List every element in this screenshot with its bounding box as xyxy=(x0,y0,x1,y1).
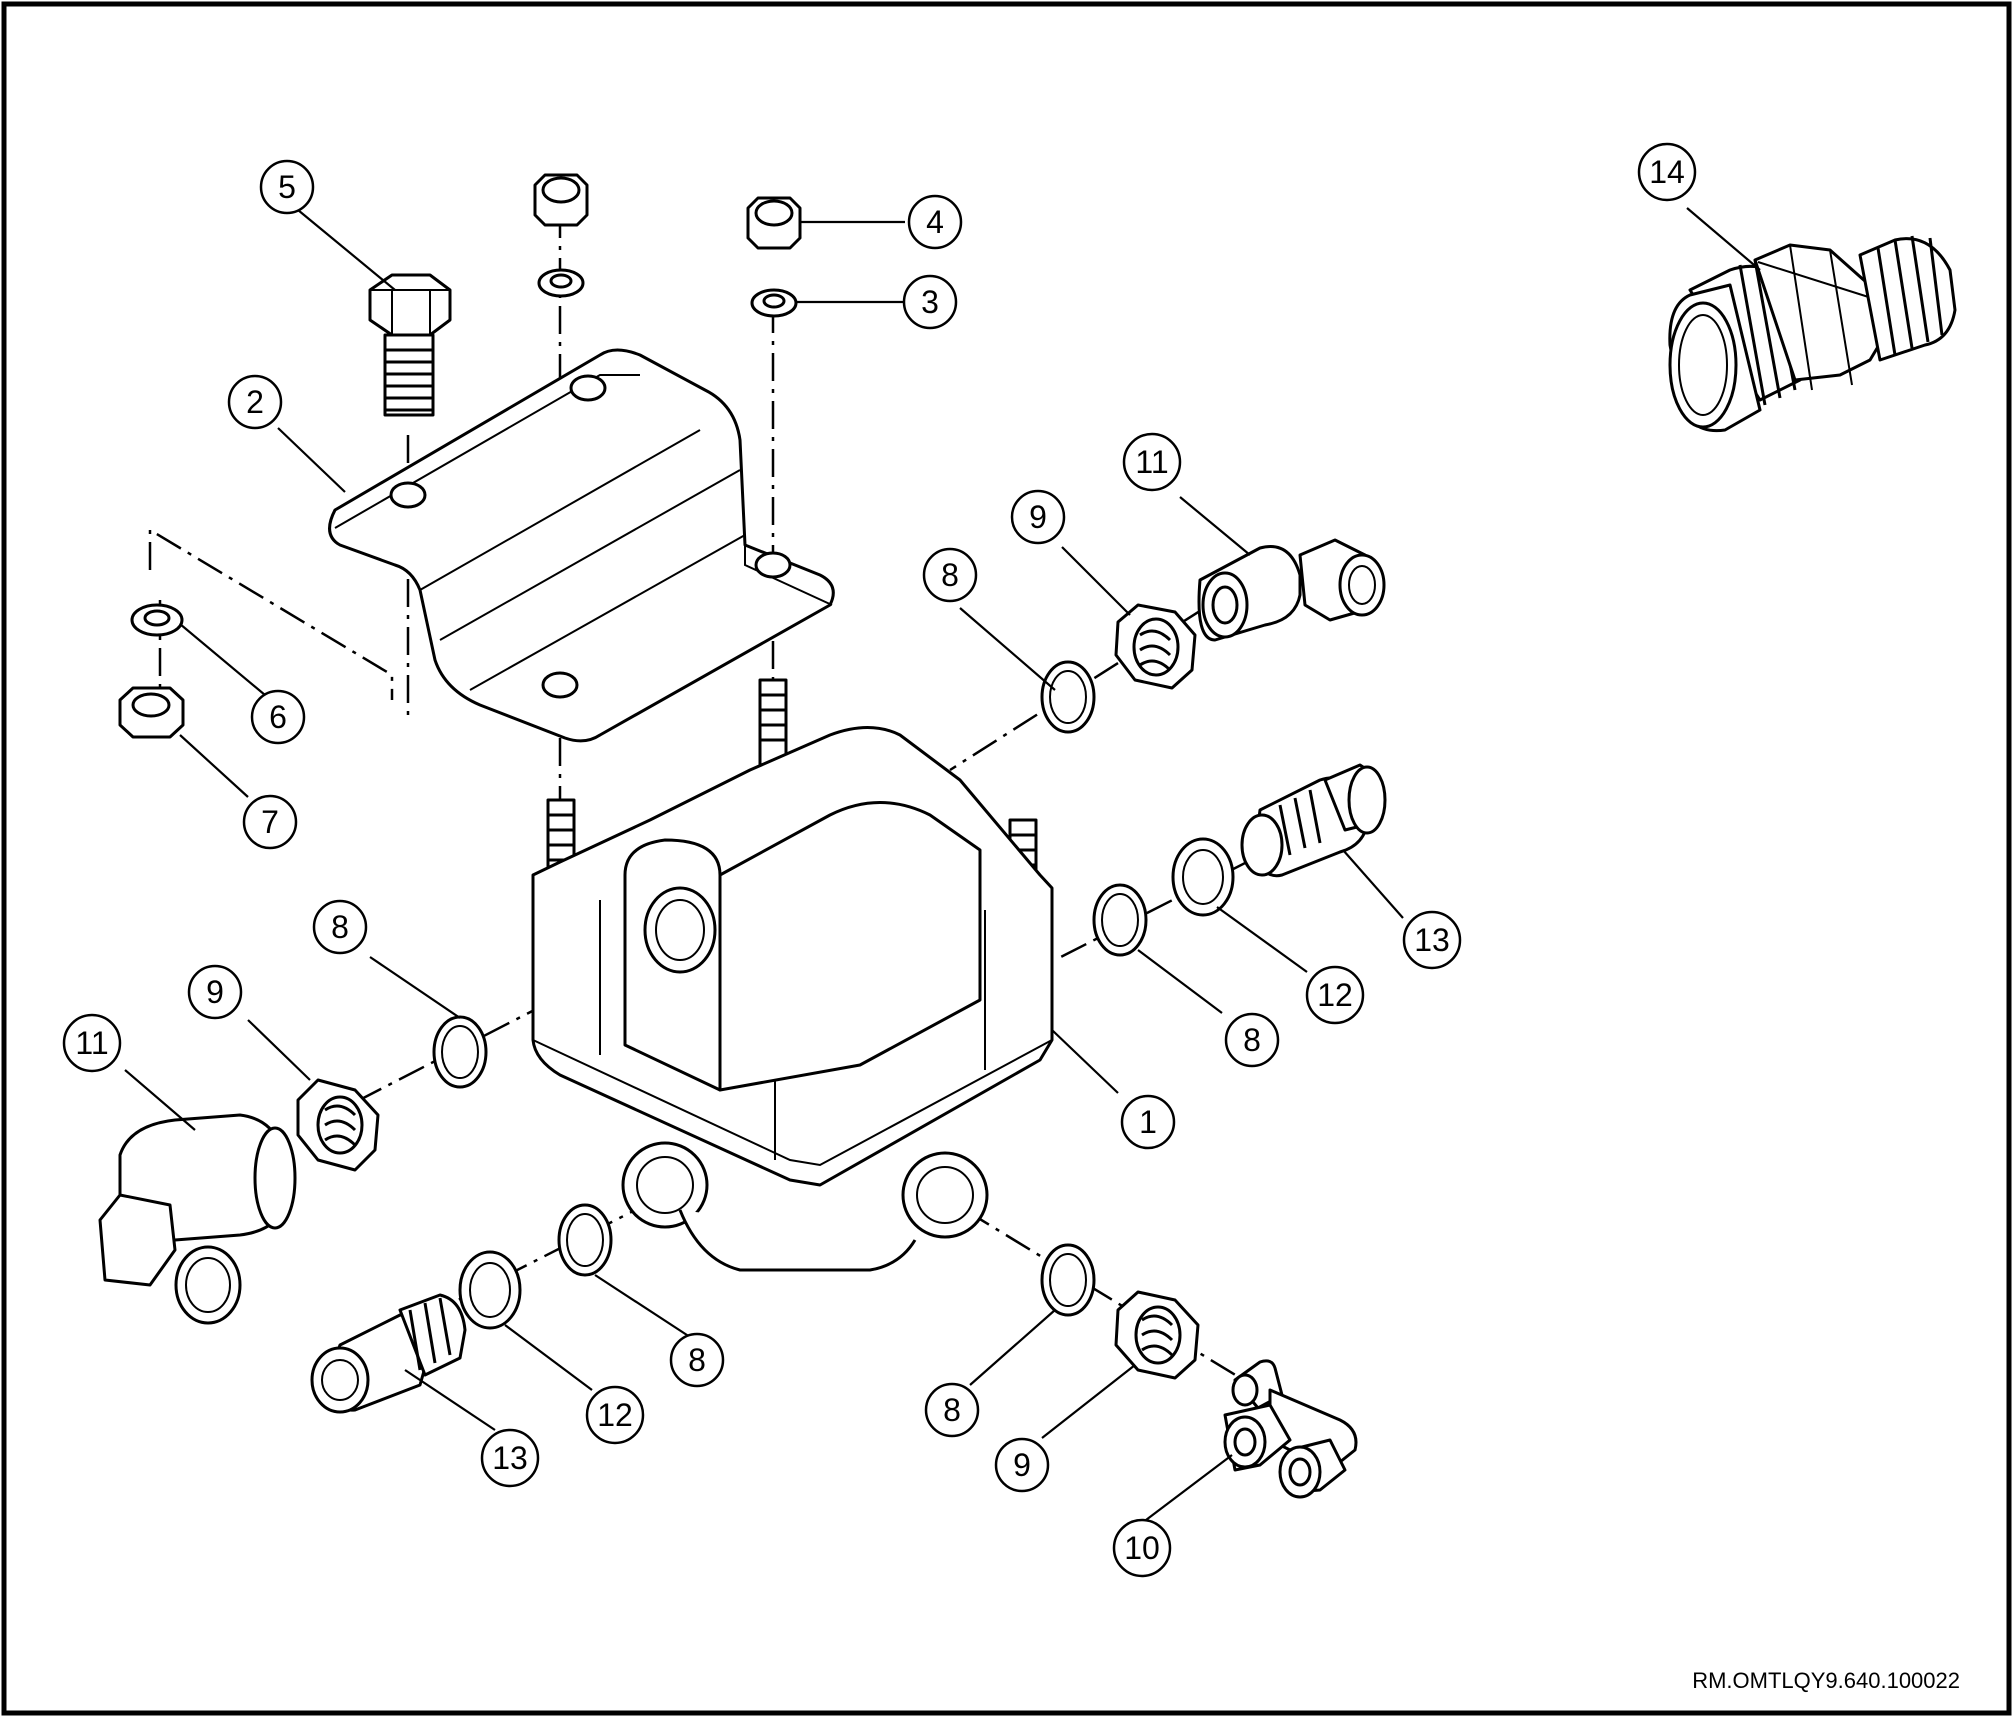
callout-11-upper: 11 xyxy=(1122,432,1182,492)
svg-text:11: 11 xyxy=(1135,444,1168,480)
callout-14: 14 xyxy=(1637,142,1697,202)
callout-5: 5 xyxy=(259,159,315,215)
callout-12-bottom: 12 xyxy=(585,1385,645,1445)
callout-13-bottom: 13 xyxy=(480,1428,540,1488)
relay-valve-body xyxy=(531,678,1054,1272)
svg-text:12: 12 xyxy=(597,1397,633,1433)
callout-12-right: 12 xyxy=(1305,965,1365,1025)
sealing-washer-8d xyxy=(557,1203,613,1277)
callout-8-bottom-left: 8 xyxy=(669,1332,725,1388)
bracket-hole-3 xyxy=(754,551,792,579)
svg-text:6: 6 xyxy=(269,699,287,735)
callout-10: 10 xyxy=(1112,1518,1172,1578)
callout-9-left: 9 xyxy=(187,964,243,1020)
jam-nut-9a xyxy=(296,1078,380,1172)
svg-text:9: 9 xyxy=(1013,1447,1031,1483)
svg-text:12: 12 xyxy=(1317,977,1353,1013)
svg-text:8: 8 xyxy=(688,1342,706,1378)
mounting-bracket xyxy=(328,348,835,743)
svg-text:8: 8 xyxy=(1243,1022,1261,1058)
straight-fitting-13a xyxy=(1240,763,1387,878)
sealing-washer-8a xyxy=(432,1015,488,1089)
lock-washer-3 xyxy=(750,288,798,318)
callout-1: 1 xyxy=(1120,1094,1176,1150)
svg-text:11: 11 xyxy=(75,1025,108,1061)
callout-8-right: 8 xyxy=(1224,1012,1280,1068)
sealing-washer-8b xyxy=(1092,883,1148,957)
hose-fitting-14 xyxy=(1668,235,1957,433)
elbow-fitting-11a xyxy=(98,1113,297,1325)
svg-text:3: 3 xyxy=(921,284,939,320)
lower-port-left xyxy=(621,1141,709,1229)
straight-fitting-13b xyxy=(310,1293,467,1414)
callout-7: 7 xyxy=(242,794,298,850)
callout-3: 3 xyxy=(902,274,958,330)
callout-8-bottom-right: 8 xyxy=(924,1382,980,1438)
callout-9-bottom: 9 xyxy=(994,1437,1050,1493)
callout-leaders xyxy=(124,207,1761,1524)
reference-code: RM.OMTLQY9.640.100022 xyxy=(1692,1668,1960,1693)
hex-bolt xyxy=(368,273,452,417)
svg-text:8: 8 xyxy=(941,557,959,593)
svg-text:13: 13 xyxy=(1414,922,1450,958)
callout-4: 4 xyxy=(907,194,963,250)
sealing-washer-8e xyxy=(1040,1243,1096,1317)
lock-nut-top-center xyxy=(533,173,589,227)
push-in-fitting-10 xyxy=(1223,1359,1358,1499)
o-ring-12b xyxy=(458,1250,522,1330)
bracket-hole-1 xyxy=(389,481,427,509)
lower-port-right xyxy=(901,1151,989,1239)
sealing-washer-8c xyxy=(1040,660,1096,734)
svg-text:9: 9 xyxy=(206,974,224,1010)
callout-13-right: 13 xyxy=(1402,910,1462,970)
svg-text:5: 5 xyxy=(278,169,296,205)
bracket-hole-4 xyxy=(541,671,579,699)
callout-2: 2 xyxy=(227,374,283,430)
callout-8-upper: 8 xyxy=(922,547,978,603)
svg-text:8: 8 xyxy=(331,909,349,945)
svg-text:8: 8 xyxy=(943,1392,961,1428)
svg-text:4: 4 xyxy=(926,204,944,240)
jam-nut-9b xyxy=(1114,603,1197,690)
callout-11-left: 11 xyxy=(62,1013,122,1073)
lock-washer-top-center xyxy=(537,268,585,298)
jam-nut-9c xyxy=(1114,1290,1200,1380)
bracket-hole-2 xyxy=(569,374,607,402)
o-ring-12a xyxy=(1171,837,1235,917)
lock-washer-6 xyxy=(130,603,184,637)
svg-text:1: 1 xyxy=(1139,1104,1157,1140)
svg-text:9: 9 xyxy=(1029,499,1047,535)
callout-6: 6 xyxy=(250,689,306,745)
callout-9-upper: 9 xyxy=(1010,489,1066,545)
svg-text:2: 2 xyxy=(246,384,264,420)
lock-nut-4 xyxy=(746,196,802,250)
svg-text:14: 14 xyxy=(1649,154,1685,190)
svg-text:7: 7 xyxy=(261,804,279,840)
elbow-fitting-11b xyxy=(1197,538,1386,642)
callout-8-left: 8 xyxy=(312,899,368,955)
svg-text:10: 10 xyxy=(1124,1530,1160,1566)
lock-nut-7 xyxy=(118,686,185,739)
svg-text:13: 13 xyxy=(492,1440,528,1476)
